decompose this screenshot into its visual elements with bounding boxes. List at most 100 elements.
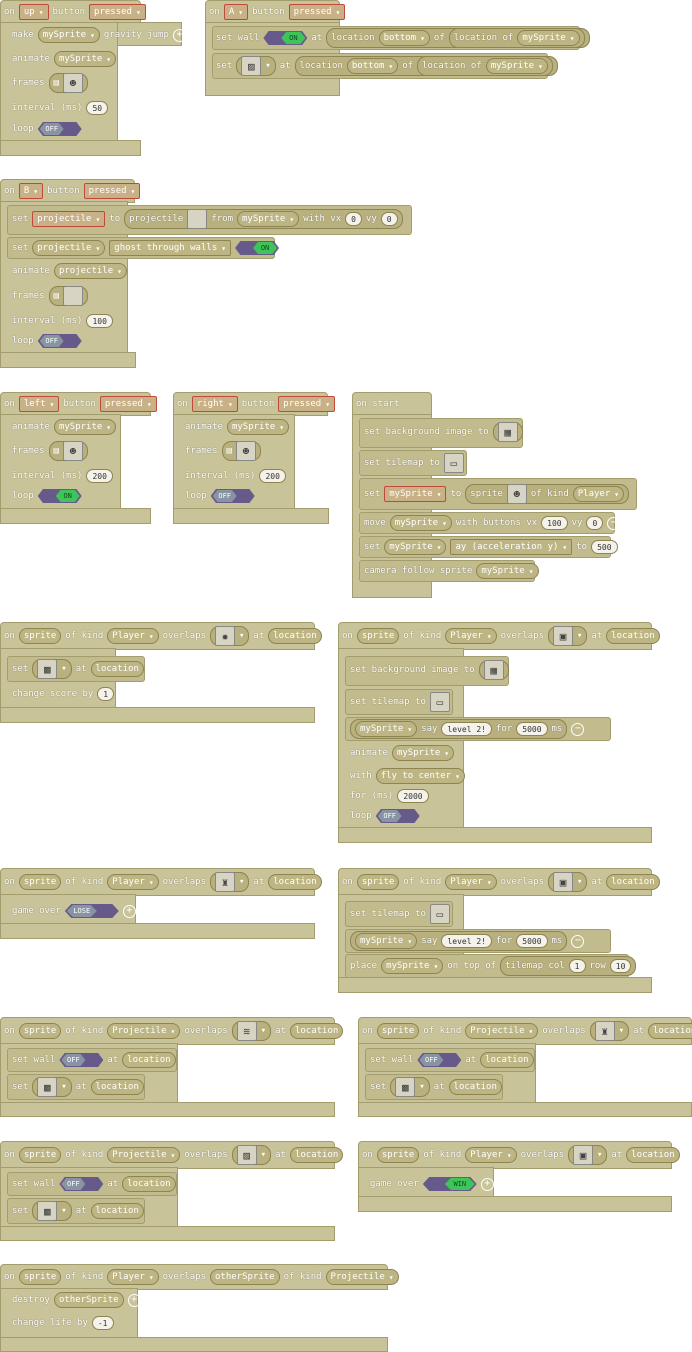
variable-dropdown[interactable]: projectile: [32, 240, 106, 256]
chest-tile-icon[interactable]: ▣: [573, 1145, 593, 1165]
location-reporter[interactable]: location: [90, 661, 144, 677]
duration-input[interactable]: 2000: [397, 789, 429, 803]
interval-input[interactable]: 50: [86, 101, 109, 115]
button-dropdown[interactable]: A: [223, 4, 249, 20]
loop-toggle[interactable]: OFF: [375, 809, 420, 823]
loop-toggle[interactable]: OFF: [37, 122, 82, 136]
param-sprite[interactable]: sprite: [18, 1269, 62, 1285]
score-input[interactable]: 1: [97, 687, 115, 701]
tile-picker[interactable]: ▣▾: [568, 1145, 608, 1165]
event-dropdown[interactable]: pressed: [83, 183, 141, 199]
location-reporter[interactable]: location: [90, 1079, 144, 1095]
sprite-image-icon[interactable]: ☻: [62, 73, 83, 93]
param-sprite[interactable]: sprite: [18, 1147, 62, 1163]
add-icon[interactable]: +: [127, 1293, 141, 1307]
param-sprite[interactable]: sprite: [376, 1023, 420, 1039]
duration-input[interactable]: 5000: [516, 934, 548, 948]
remove-icon[interactable]: −: [607, 516, 621, 530]
sprite-dropdown[interactable]: mySprite: [476, 563, 539, 579]
remove-icon[interactable]: −: [571, 722, 585, 736]
wall-toggle[interactable]: OFF: [59, 1177, 104, 1191]
loop-toggle[interactable]: OFF: [37, 334, 82, 348]
param-location[interactable]: location: [268, 874, 322, 890]
win-lose-toggle[interactable]: WIN: [422, 1177, 477, 1191]
sprite-image-icon[interactable]: ☻: [62, 441, 83, 461]
wall-toggle[interactable]: OFF: [417, 1053, 462, 1067]
sprite-dropdown[interactable]: mySprite: [53, 51, 117, 67]
tile-picker[interactable]: ▣▾: [548, 872, 588, 892]
sprite-dropdown[interactable]: mySprite: [355, 721, 418, 737]
vx-input[interactable]: 100: [541, 516, 568, 530]
sprite-dropdown[interactable]: mySprite: [384, 539, 447, 555]
interval-input[interactable]: 200: [86, 469, 113, 483]
chest-tile-icon[interactable]: ▣: [553, 626, 573, 646]
transparent-tile-icon[interactable]: ▩: [395, 1077, 416, 1097]
life-input[interactable]: -1: [91, 1316, 114, 1330]
sprite-dropdown[interactable]: mySprite: [381, 958, 444, 974]
crate-tile-icon[interactable]: ▨: [241, 56, 262, 76]
param-location[interactable]: location: [647, 1023, 692, 1039]
sprite-dropdown[interactable]: mySprite: [391, 745, 455, 761]
chest-tile-icon[interactable]: ▣: [553, 872, 573, 892]
param-location[interactable]: location: [626, 1147, 680, 1163]
kind-dropdown[interactable]: Projectile: [465, 1023, 539, 1039]
kind-dropdown[interactable]: Player: [107, 628, 159, 644]
add-icon[interactable]: +: [122, 904, 136, 918]
loop-toggle[interactable]: ON: [37, 489, 82, 503]
tile-picker[interactable]: ▩▾: [32, 1201, 72, 1221]
kind-dropdown[interactable]: Player: [445, 628, 497, 644]
tilemap-icon[interactable]: ▭: [429, 692, 450, 712]
col-input[interactable]: 1: [568, 959, 586, 973]
kind-dropdown[interactable]: Projectile: [107, 1147, 181, 1163]
transparent-tile-icon[interactable]: ▩: [37, 659, 58, 679]
bg-image-icon[interactable]: ▦: [483, 660, 504, 680]
sky-image-icon[interactable]: ▦: [497, 422, 518, 442]
location-reporter[interactable]: location: [90, 1203, 144, 1219]
wall-toggle[interactable]: OFF: [59, 1053, 104, 1067]
variable-dropdown[interactable]: projectile: [32, 211, 106, 227]
say-text-input[interactable]: level 2!: [441, 722, 492, 736]
sprite-dropdown[interactable]: mySprite: [237, 211, 300, 227]
flag-dropdown[interactable]: ghost through walls: [109, 240, 232, 256]
kind-dropdown[interactable]: Player: [572, 486, 625, 502]
param-location[interactable]: location: [289, 1147, 344, 1163]
kind-dropdown[interactable]: Projectile: [107, 1023, 181, 1039]
add-icon[interactable]: +: [172, 28, 186, 42]
interval-input[interactable]: 200: [259, 469, 286, 483]
loop-toggle[interactable]: OFF: [210, 489, 255, 503]
param-sprite[interactable]: sprite: [18, 628, 62, 644]
say-text-input[interactable]: level 2!: [441, 934, 492, 948]
tile-picker[interactable]: ▩▾: [32, 1077, 72, 1097]
tile-picker[interactable]: ▩▾: [32, 659, 72, 679]
castle-tile-icon[interactable]: ♜: [215, 872, 235, 892]
param-location[interactable]: location: [289, 1023, 344, 1039]
event-dropdown[interactable]: pressed: [278, 396, 336, 412]
interval-input[interactable]: 100: [86, 314, 113, 328]
sprite-dropdown[interactable]: mySprite: [485, 58, 548, 74]
event-sprite-overlap[interactable]: [0, 1264, 388, 1290]
location-reporter[interactable]: location: [480, 1052, 534, 1068]
duration-input[interactable]: 5000: [516, 722, 548, 736]
param-location[interactable]: location: [606, 874, 660, 890]
crate-tile-icon[interactable]: ▨: [236, 1145, 257, 1165]
wall-toggle[interactable]: ON: [263, 31, 308, 45]
sprite-dropdown[interactable]: projectile: [53, 263, 127, 279]
sprite-dropdown[interactable]: mySprite: [517, 30, 580, 46]
location-reporter[interactable]: location: [122, 1176, 176, 1192]
tile-picker[interactable]: ♜▾: [589, 1021, 630, 1041]
tilemap-icon[interactable]: ▭: [429, 904, 450, 924]
property-dropdown[interactable]: ay (acceleration y): [450, 539, 573, 555]
castle-tile-icon[interactable]: ♜: [594, 1021, 615, 1041]
grass-tile-icon[interactable]: ≋: [236, 1021, 257, 1041]
button-dropdown[interactable]: B: [18, 183, 44, 199]
tile-picker[interactable]: ≋▾: [231, 1021, 272, 1041]
param-location[interactable]: location: [606, 628, 660, 644]
tile-picker[interactable]: ▨▾: [231, 1145, 272, 1165]
transparent-tile-icon[interactable]: ▩: [37, 1077, 58, 1097]
sprite-image-icon[interactable]: ☻: [235, 441, 256, 461]
param-sprite[interactable]: sprite: [18, 874, 62, 890]
